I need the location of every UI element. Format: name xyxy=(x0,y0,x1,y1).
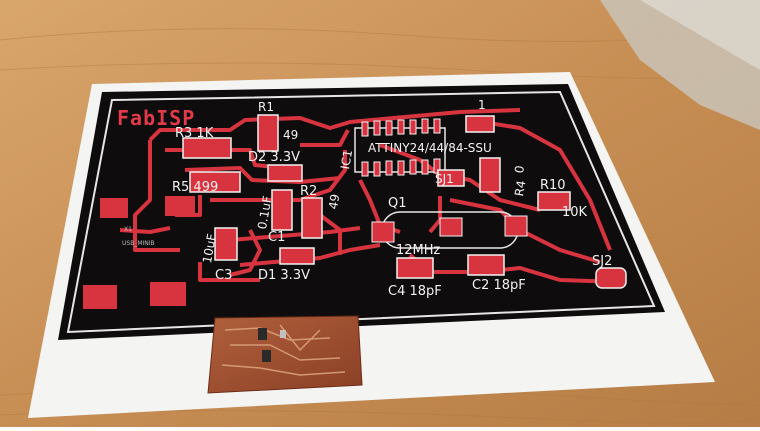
label-q1: Q1 xyxy=(388,196,407,211)
plastic-box xyxy=(600,0,760,130)
label-d1: D1 3.3V xyxy=(258,268,310,283)
board-outline xyxy=(66,90,656,334)
label-r2-value: 49 xyxy=(326,192,343,211)
label-r5: R5 499 xyxy=(172,180,219,195)
usb-pads xyxy=(83,196,195,309)
label-r10: R10 xyxy=(540,178,566,193)
label-attiny: ATTINY24/44/84-SSU xyxy=(368,141,492,155)
label-r10-value: 10K xyxy=(562,205,588,220)
label-pin-1: 1 xyxy=(478,98,486,112)
board-title: FabISP xyxy=(117,106,196,130)
label-r4: R4 xyxy=(512,179,529,198)
label-c3: C3 xyxy=(215,268,233,283)
label-r1: R1 xyxy=(258,100,274,114)
label-usb: USB_MINIB xyxy=(122,240,155,247)
ic1-footprint xyxy=(354,118,446,177)
label-x1: X1 xyxy=(124,226,132,233)
crystal-q1 xyxy=(371,211,528,249)
label-c1: C1 xyxy=(268,230,286,245)
label-r1-value: 49 xyxy=(283,128,299,142)
component-pads xyxy=(182,114,627,289)
label-c4: C4 18pF xyxy=(388,284,442,299)
label-r2: R2 xyxy=(300,184,318,199)
label-sj1: SJ1 xyxy=(435,172,454,186)
label-c2: C2 18pF xyxy=(472,278,526,293)
label-d2: D2 3.3V xyxy=(248,150,300,165)
label-crystal: 12MHz xyxy=(396,243,441,258)
label-sj2: SJ2 xyxy=(592,254,613,269)
label-r3: R3 1K xyxy=(175,126,214,141)
milled-pcb xyxy=(207,315,363,394)
